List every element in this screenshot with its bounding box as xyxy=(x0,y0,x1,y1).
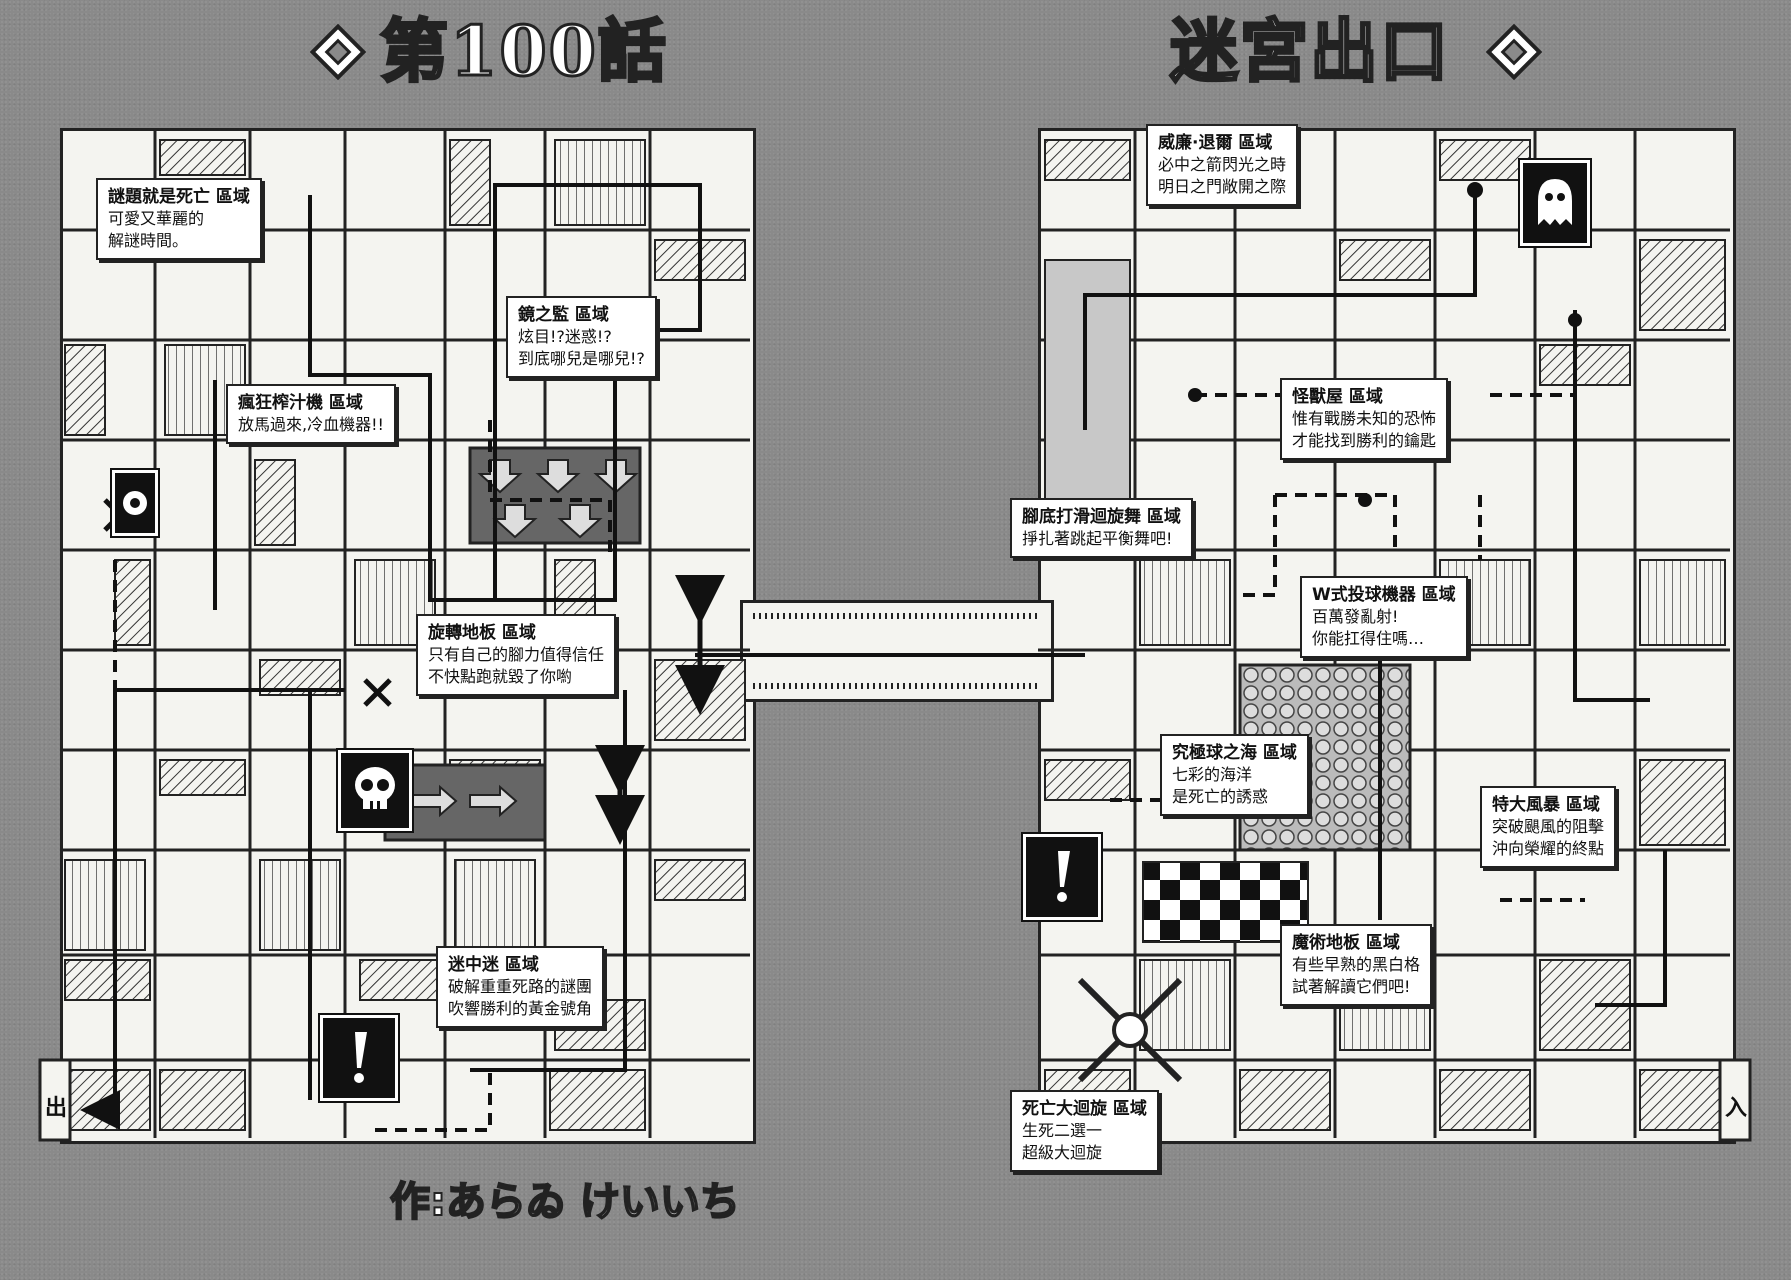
target-icon xyxy=(110,468,160,538)
zone-title: 鏡之監 區域 xyxy=(518,305,609,325)
zone-caption-storm: 特大風暴 區域 突破颶風的阻擊 沖向榮耀的終點 xyxy=(1480,786,1617,868)
zone-caption-spin: 死亡大迴旋 區域 生死二選一 超級大迴旋 xyxy=(1010,1090,1159,1172)
zone-desc: 可愛又華麗的 xyxy=(108,209,205,228)
ornament-icon xyxy=(1486,24,1542,80)
zone-desc: 生死二選一 xyxy=(1022,1121,1103,1140)
zone-desc: 超級大迴旋 xyxy=(1022,1143,1103,1162)
entrance-gate-label: 入 xyxy=(1725,1095,1748,1121)
zone-caption-riddle: 謎題就是死亡 區域 可愛又華麗的 解謎時間。 xyxy=(96,178,262,260)
zone-title: 迷中迷 區域 xyxy=(448,955,539,975)
zone-title: 特大風暴 區域 xyxy=(1492,795,1600,815)
ornament-icon xyxy=(310,24,366,80)
exclamation-icon xyxy=(318,1013,400,1103)
zone-desc: 掙扎著跳起平衡舞吧! xyxy=(1022,529,1173,548)
zone-desc: 惟有戰勝未知的恐怖 xyxy=(1292,409,1437,428)
zone-title: 死亡大迴旋 區域 xyxy=(1022,1099,1147,1119)
zone-desc: 必中之箭閃光之時 xyxy=(1158,155,1287,174)
zone-desc: 炫目!?迷惑!? xyxy=(518,327,612,346)
zone-caption-pitcher: W式投球機器 區域 百萬發亂射! 你能扛得住嗎… xyxy=(1300,576,1468,658)
zone-desc: 到底哪兒是哪兒!? xyxy=(518,349,645,368)
zone-title: 究極球之海 區域 xyxy=(1172,743,1297,763)
zone-caption-slip: 腳底打滑迴旋舞 區域 掙扎著跳起平衡舞吧! xyxy=(1010,498,1193,558)
zone-desc: 沖向榮耀的終點 xyxy=(1492,839,1605,858)
author-credit: 作:あらゐ けいいち xyxy=(389,1178,741,1226)
zone-desc: 你能扛得住嗎… xyxy=(1312,629,1425,648)
zone-desc: 解謎時間。 xyxy=(108,231,189,250)
zone-desc: 只有自己的腳力值得信任 xyxy=(428,645,605,664)
zone-caption-ballsea: 究極球之海 區域 七彩的海洋 是死亡的誘惑 xyxy=(1160,734,1309,816)
zone-caption-maze: 迷中迷 區域 破解重重死路的謎團 吹響勝利的黃金號角 xyxy=(436,946,605,1028)
page-title: 第100話 xyxy=(379,11,668,94)
zone-title: 瘋狂榨汁機 區域 xyxy=(238,393,363,413)
zone-title: 旋轉地板 區域 xyxy=(428,623,536,643)
zone-title: 魔術地板 區域 xyxy=(1292,933,1400,953)
zone-title: 腳底打滑迴旋舞 區域 xyxy=(1022,507,1181,527)
zone-desc: 吹響勝利的黃金號角 xyxy=(448,999,593,1018)
zone-desc: 才能找到勝利的鑰匙 xyxy=(1292,431,1437,450)
zone-caption-monster: 怪獸屋 區域 惟有戰勝未知的恐怖 才能找到勝利的鑰匙 xyxy=(1280,378,1449,460)
ghost-icon xyxy=(1518,158,1592,248)
zone-desc: 有些早熟的黑白格 xyxy=(1292,955,1421,974)
page-subtitle: 迷宮出口 xyxy=(1168,11,1451,94)
zone-desc: 不快點跑就毀了你喲 xyxy=(428,667,573,686)
exit-gate-label: 出 xyxy=(45,1095,68,1121)
zone-desc: 明日之門敞開之際 xyxy=(1158,177,1287,196)
maze-bridge xyxy=(740,600,1054,702)
maze-left-grid xyxy=(38,128,750,1142)
zone-title: 怪獸屋 區域 xyxy=(1292,387,1383,407)
zone-title: W式投球機器 區域 xyxy=(1312,585,1456,605)
zone-caption-willo: 威廉·退爾 區域 必中之箭閃光之時 明日之門敞開之際 xyxy=(1146,124,1299,206)
zone-desc: 破解重重死路的謎團 xyxy=(448,977,593,996)
exclamation-icon xyxy=(1021,832,1103,922)
zone-desc: 七彩的海洋 xyxy=(1172,765,1253,784)
skull-icon xyxy=(336,748,414,833)
zone-caption-mirror: 鏡之監 區域 炫目!?迷惑!? 到底哪兒是哪兒!? xyxy=(506,296,657,378)
zone-desc: 放馬過來,冷血機器!! xyxy=(238,415,384,434)
zone-caption-magic: 魔術地板 區域 有些早熟的黑白格 試著解讀它們吧! xyxy=(1280,924,1433,1006)
zone-desc: 百萬發亂射! xyxy=(1312,607,1399,626)
zone-title: 謎題就是死亡 區域 xyxy=(108,187,250,207)
zone-desc: 突破颶風的阻擊 xyxy=(1492,817,1605,836)
zone-caption-rotate: 旋轉地板 區域 只有自己的腳力值得信任 不快點跑就毀了你喲 xyxy=(416,614,617,696)
zone-caption-juicer: 瘋狂榨汁機 區域 放馬過來,冷血機器!! xyxy=(226,384,396,444)
zone-title: 威廉·退爾 區域 xyxy=(1158,133,1273,153)
zone-desc: 試著解讀它們吧! xyxy=(1292,977,1411,996)
zone-desc: 是死亡的誘惑 xyxy=(1172,787,1269,806)
